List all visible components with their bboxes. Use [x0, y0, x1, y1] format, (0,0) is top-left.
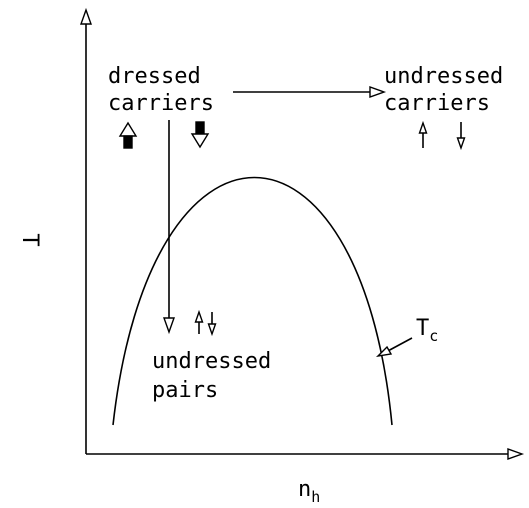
x-axis-label-main: n [298, 477, 311, 502]
dressed-spin-up-icon [118, 121, 138, 149]
arrow-to-undressed-pairs [163, 120, 175, 335]
undressed-pairs-line1: undressed [152, 349, 271, 374]
tc-label: Tc [416, 316, 438, 345]
dressed-spin-down-icon [190, 121, 210, 149]
x-axis-label-subscript: h [311, 488, 320, 506]
undressed-carriers-line2: carriers [384, 91, 490, 116]
y-axis-arrowhead [80, 7, 92, 25]
tc-pointer-arrow [375, 337, 413, 358]
y-axis [80, 7, 92, 454]
x-axis-label: nh [298, 477, 320, 506]
tc-label-subscript: c [429, 327, 438, 345]
svg-text:Tc: Tc [416, 316, 438, 345]
y-axis-label: T [17, 233, 42, 246]
undressed-carriers-line1: undressed [384, 64, 503, 89]
svg-text:nh: nh [298, 477, 320, 506]
dressed-carriers-line1: dressed [108, 64, 201, 89]
tc-curve [112, 176, 393, 426]
pair-spin-up-icon [194, 309, 204, 334]
arrow-to-undressed-carriers [233, 86, 387, 98]
tc-label-main: T [416, 316, 429, 341]
x-axis [86, 448, 525, 460]
undressed-carrier-spin-up-icon [418, 120, 428, 148]
undressed-carrier-spin-down-icon [456, 122, 466, 151]
undressed-pairs-line2: pairs [152, 378, 218, 403]
dressed-carriers-line2: carriers [108, 91, 214, 116]
pair-spin-down-icon [207, 312, 217, 337]
x-axis-arrowhead [507, 448, 525, 460]
